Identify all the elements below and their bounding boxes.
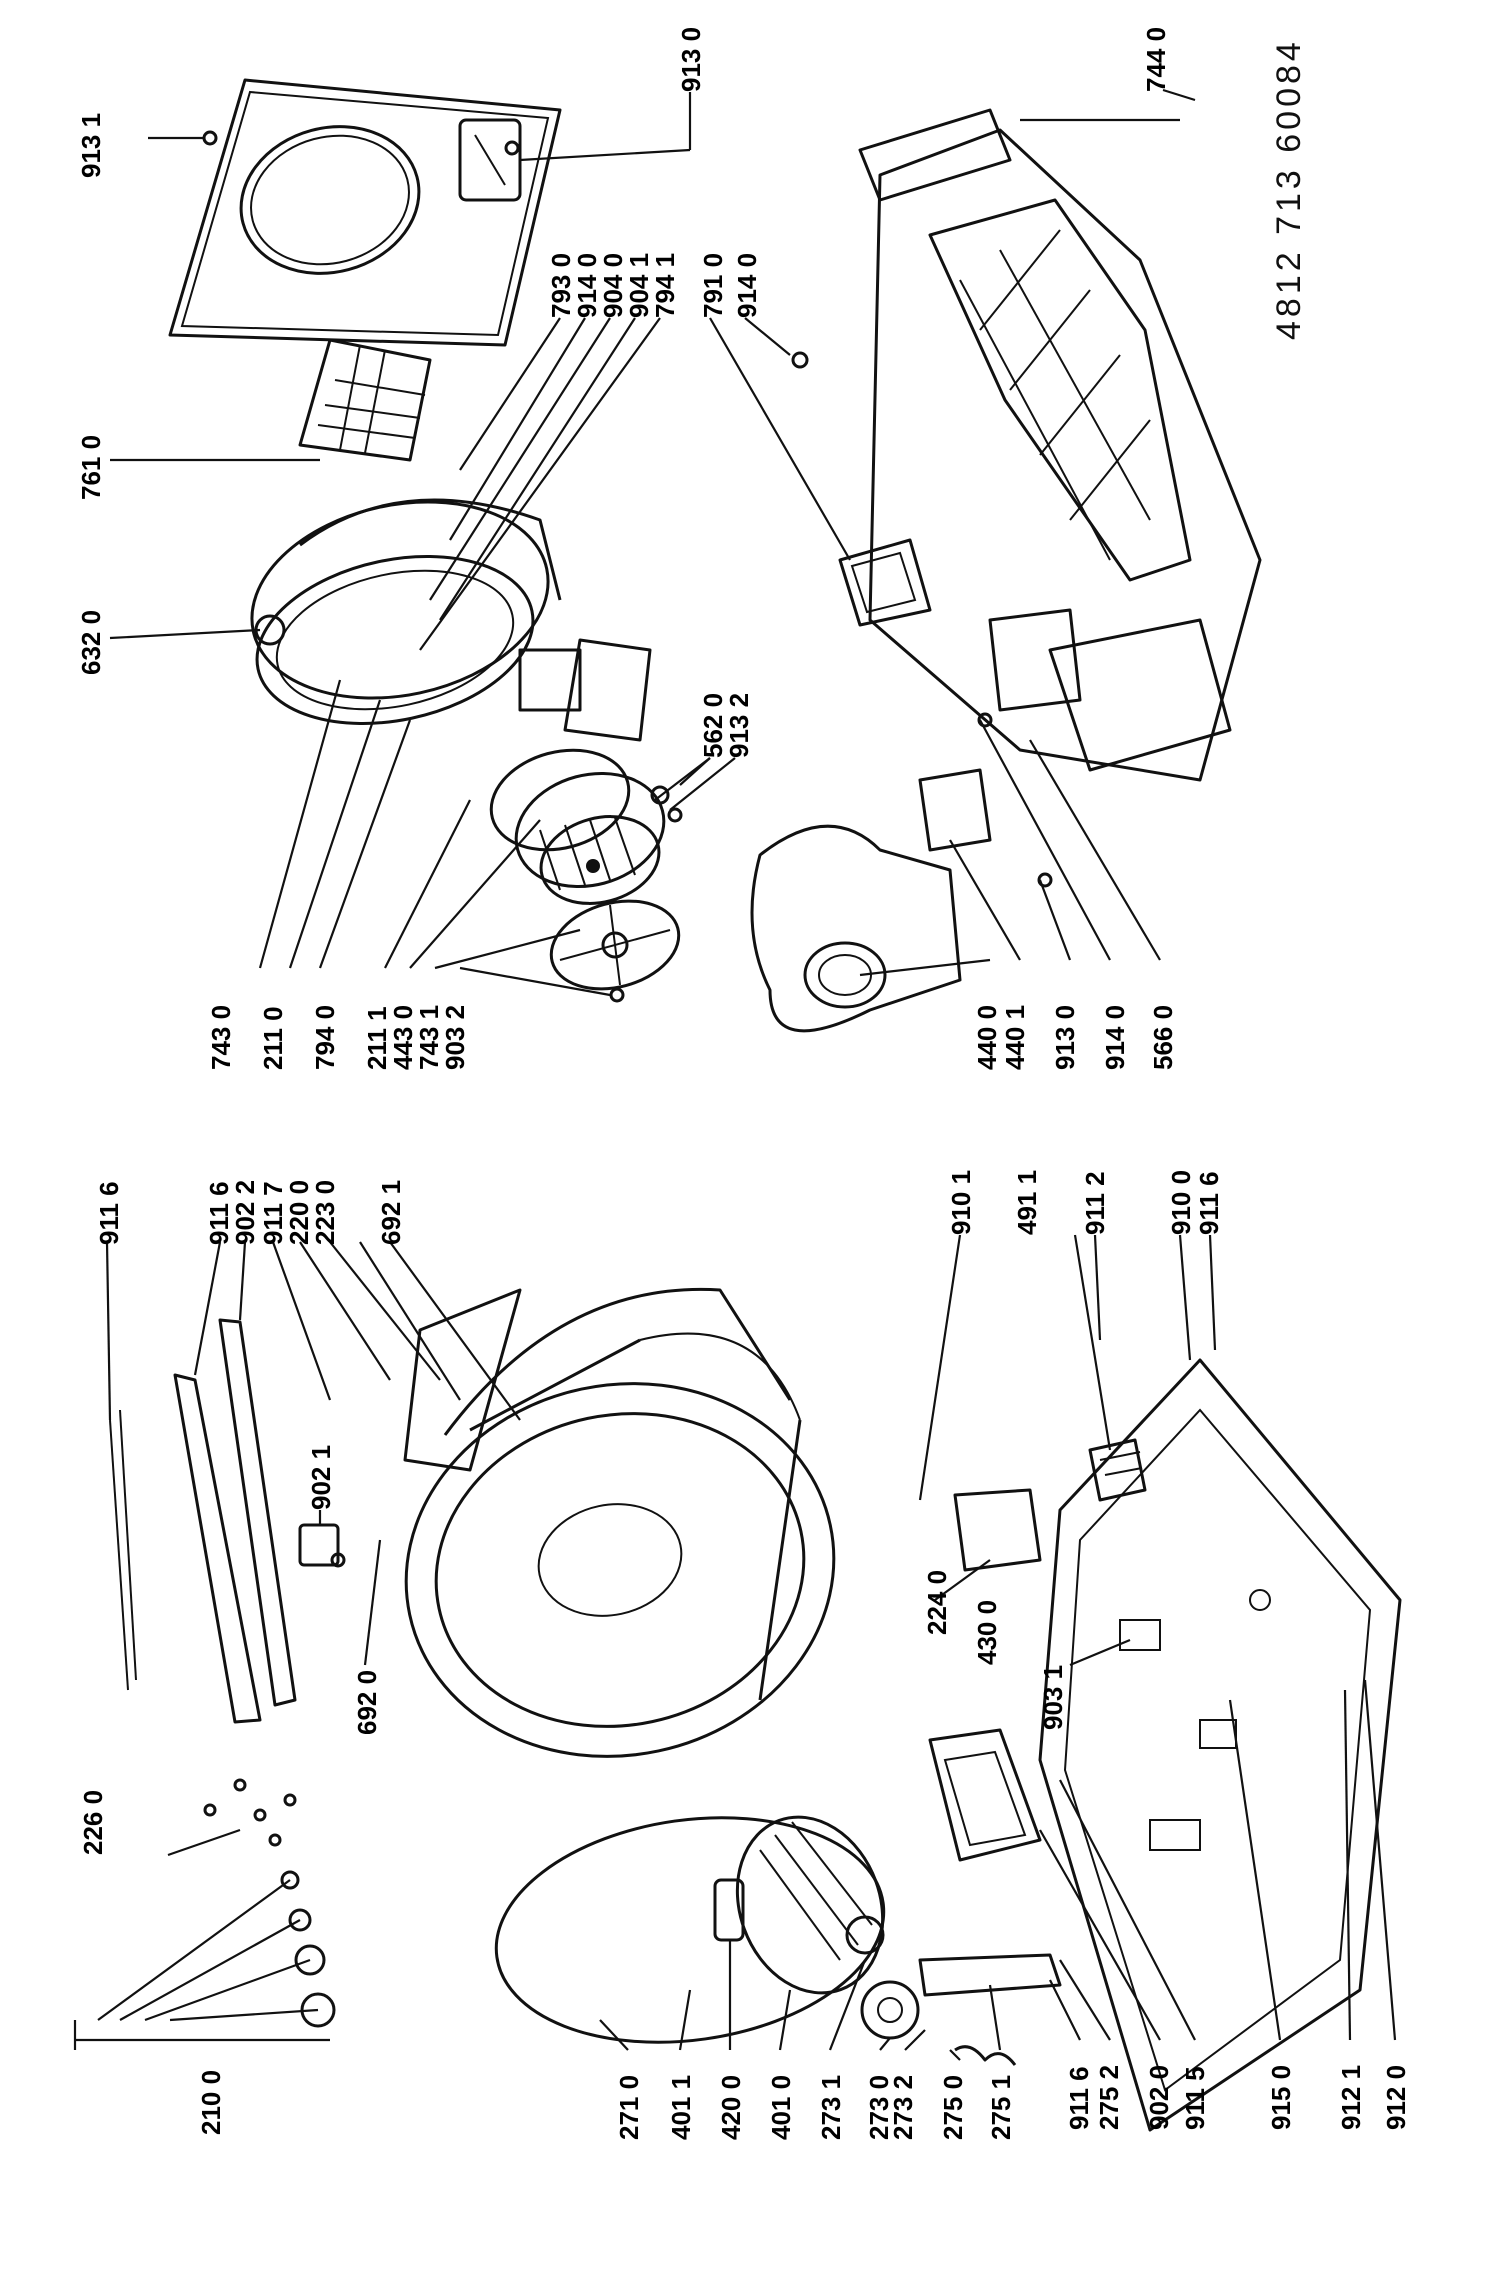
part-label: 903 1 xyxy=(1038,1665,1068,1730)
lint-grill-part xyxy=(298,338,432,462)
part-label: 794 1 xyxy=(650,253,680,318)
part-label: 902 1 xyxy=(306,1445,336,1510)
part-label: 401 0 xyxy=(766,2075,796,2140)
part-label: 914 0 xyxy=(572,253,602,318)
part-label: 910 1 xyxy=(946,1170,976,1235)
part-label: 911 6 xyxy=(1194,1171,1224,1235)
part-label: 914 0 xyxy=(1100,1005,1130,1070)
blower-housing-part xyxy=(750,768,992,1033)
part-label: 211 0 xyxy=(258,1006,288,1070)
part-label: 911 5 xyxy=(1180,2066,1210,2130)
fan-wheel-part xyxy=(489,748,681,991)
leader-lines xyxy=(73,88,1397,2061)
part-label: 744 0 xyxy=(1141,27,1171,92)
part-label: 211 1 xyxy=(362,1006,392,1070)
part-label: 911 6 xyxy=(94,1181,124,1245)
part-label: 220 0 xyxy=(284,1180,314,1245)
part-label: 913 0 xyxy=(676,27,706,92)
top-fasteners xyxy=(202,130,1053,1003)
idler-pulley-part xyxy=(860,1953,1062,2066)
part-label: 440 1 xyxy=(1000,1005,1030,1070)
part-label: 911 7 xyxy=(258,1181,288,1245)
part-label: 912 1 xyxy=(1336,2065,1366,2130)
part-label: 226 0 xyxy=(78,1790,108,1855)
part-label: 273 2 xyxy=(888,2075,918,2140)
part-label: 791 0 xyxy=(698,253,728,318)
part-label: 273 0 xyxy=(864,2075,894,2140)
rear-panel-part xyxy=(168,78,562,347)
part-label: 440 0 xyxy=(972,1005,1002,1070)
part-label: 793 0 xyxy=(546,253,576,318)
part-label: 904 0 xyxy=(598,253,628,318)
support-bar-part xyxy=(109,1318,297,1724)
door-switch-part xyxy=(298,1523,346,1568)
part-label: 902 2 xyxy=(230,1180,260,1245)
air-duct-filter-part xyxy=(858,108,1262,782)
gasket-part xyxy=(838,538,932,627)
part-label: 911 6 xyxy=(204,1181,234,1245)
part-label: 912 0 xyxy=(1381,2065,1411,2130)
part-label: 632 0 xyxy=(76,610,106,675)
part-label: 911 6 xyxy=(1064,2066,1094,2130)
heater-bracket-part xyxy=(928,1488,1042,1862)
part-label: 913 2 xyxy=(724,693,754,758)
drawing-number: 4812 713 60084 xyxy=(1270,38,1308,340)
part-label: 420 0 xyxy=(716,2075,746,2140)
part-label: 443 0 xyxy=(388,1005,418,1070)
part-label: 275 2 xyxy=(1094,2065,1124,2130)
drive-belt-part xyxy=(494,1816,886,2044)
base-plate-part xyxy=(1038,1358,1402,2132)
terminal-block-part xyxy=(1088,1438,1147,1502)
part-label: 904 1 xyxy=(624,253,654,318)
part-label: 223 0 xyxy=(310,1180,340,1245)
motor-part xyxy=(713,1815,885,1995)
drum-part xyxy=(403,1287,836,1758)
part-label: 430 0 xyxy=(972,1600,1002,1665)
part-label: 224 0 xyxy=(922,1570,952,1635)
part-label: 913 0 xyxy=(1050,1005,1080,1070)
part-label: 915 0 xyxy=(1266,2065,1296,2130)
part-label: 794 0 xyxy=(310,1005,340,1070)
part-label: 914 0 xyxy=(732,253,762,318)
part-label: 761 0 xyxy=(76,435,106,500)
part-label: 275 1 xyxy=(986,2075,1016,2140)
part-label: 692 0 xyxy=(352,1670,382,1735)
part-label: 566 0 xyxy=(1148,1005,1178,1070)
part-label: 271 0 xyxy=(614,2075,644,2140)
fan-housing-part xyxy=(250,498,652,742)
part-label: 911 2 xyxy=(1080,1171,1110,1235)
part-label: 903 2 xyxy=(440,1005,470,1070)
part-label: 743 0 xyxy=(206,1005,236,1070)
hinge-parts xyxy=(203,1778,336,2028)
part-label: 401 1 xyxy=(666,2075,696,2140)
part-label: 275 0 xyxy=(938,2075,968,2140)
part-label: 273 1 xyxy=(816,2075,846,2140)
part-label: 743 1 xyxy=(414,1005,444,1070)
part-label: 692 1 xyxy=(376,1180,406,1245)
part-label: 902 0 xyxy=(1144,2065,1174,2130)
part-label: 910 0 xyxy=(1166,1170,1196,1235)
part-labels: 913 1 913 0 744 0 761 0 632 0 793 0 914 … xyxy=(76,27,1411,2140)
part-label: 491 1 xyxy=(1012,1170,1042,1235)
part-label: 562 0 xyxy=(698,693,728,758)
part-label: 210 0 xyxy=(196,2070,226,2135)
part-label: 913 1 xyxy=(76,113,106,178)
